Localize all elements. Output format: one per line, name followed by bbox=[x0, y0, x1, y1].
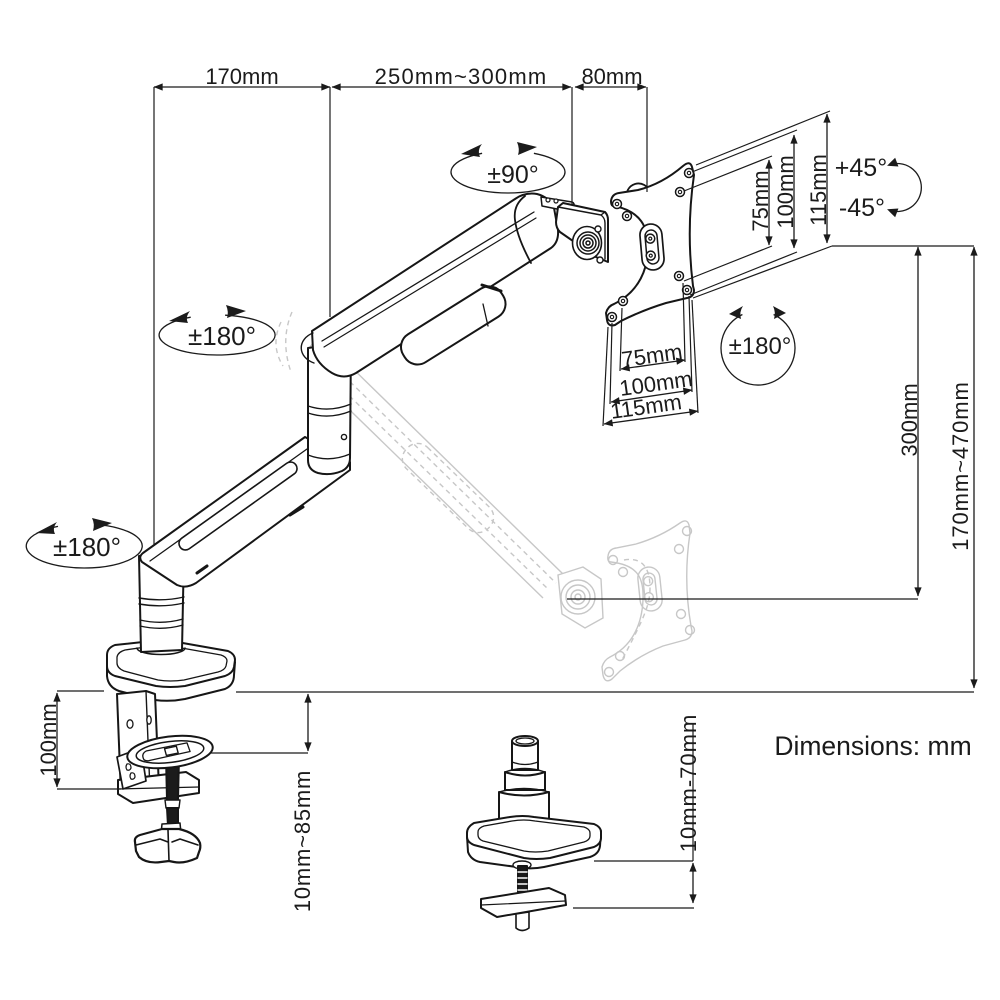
svg-text:170mm: 170mm bbox=[205, 64, 278, 89]
svg-text:±180°: ±180° bbox=[53, 532, 121, 562]
svg-text:100mm: 100mm bbox=[773, 155, 798, 228]
svg-text:75mm: 75mm bbox=[748, 170, 773, 231]
svg-text:+45°: +45° bbox=[835, 154, 887, 182]
svg-text:170mm~470mm: 170mm~470mm bbox=[948, 381, 973, 550]
svg-text:±180°: ±180° bbox=[729, 333, 792, 360]
svg-text:±90°: ±90° bbox=[487, 161, 539, 189]
svg-text:300mm: 300mm bbox=[897, 383, 922, 456]
svg-text:115mm: 115mm bbox=[806, 154, 831, 226]
svg-text:10mm-70mm: 10mm-70mm bbox=[676, 714, 701, 853]
svg-text:±180°: ±180° bbox=[188, 321, 256, 351]
svg-text:250mm~300mm: 250mm~300mm bbox=[375, 64, 548, 89]
svg-text:75mm: 75mm bbox=[620, 339, 684, 372]
svg-text:-45°: -45° bbox=[839, 194, 885, 222]
svg-text:80mm: 80mm bbox=[581, 64, 642, 89]
svg-text:10mm~85mm: 10mm~85mm bbox=[290, 770, 315, 912]
svg-text:Dimensions: mm: Dimensions: mm bbox=[774, 731, 971, 761]
svg-text:100mm: 100mm bbox=[36, 703, 61, 776]
